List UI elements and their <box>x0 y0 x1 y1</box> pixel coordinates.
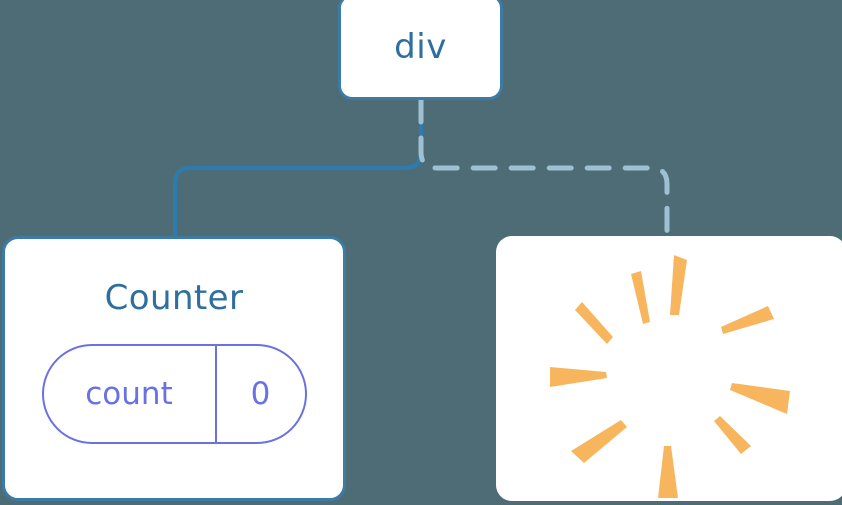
node-counter[interactable]: Counter count 0 <box>2 236 346 501</box>
node-sparkle[interactable] <box>496 236 842 501</box>
edge-div-to-sparkle <box>418 97 670 241</box>
state-value: 0 <box>250 375 271 412</box>
state-pill-count[interactable]: count 0 <box>41 344 307 444</box>
node-counter-label: Counter <box>104 278 244 318</box>
node-div-label: div <box>394 27 447 67</box>
sparkle-burst-icon <box>550 255 790 498</box>
state-key: count <box>44 346 217 442</box>
node-div[interactable]: div <box>338 0 503 100</box>
edge-div-to-counter <box>173 98 423 240</box>
